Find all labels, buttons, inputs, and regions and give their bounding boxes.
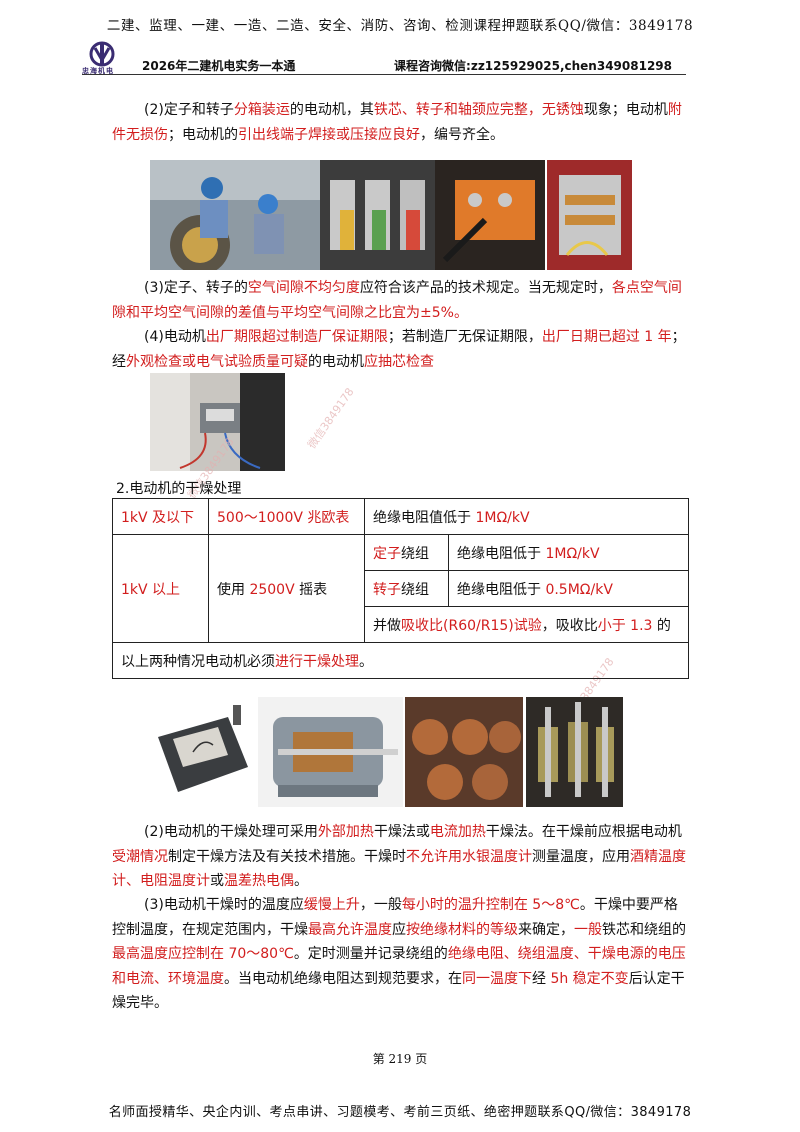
table-row: 1kV 及以下 500～1000V 兆欧表 绝缘电阻值低于 1MΩ/kV: [112, 498, 689, 535]
photo-megohmmeter: [148, 697, 258, 807]
photo-motor-windings: [320, 160, 435, 270]
paragraph-core-inspection: (4)电动机出厂期限超过制造厂保证期限；若制造厂无保证期限，出厂日期已超过 1 …: [112, 329, 686, 370]
paragraph-drying-method: (2)电动机的干燥处理可采用外部加热干燥法或电流加热干燥法。在干燥前应根据电动机…: [112, 824, 686, 889]
paragraph-air-gap: (3)定子、转子的空气间隙不均匀度应符合该产品的技术规定。当无规定时，各点空气间…: [112, 280, 682, 321]
paragraph-split-shipping: (2)定子和转子分箱装运的电动机，其铁芯、转子和轴颈应完整，无锈蚀现象；电动机附…: [112, 102, 682, 143]
contact-info: 课程咨询微信:zz125929025,chen349081298: [394, 59, 672, 73]
photo-rotors: [526, 697, 623, 807]
top-banner: 二建、监理、一建、一造、二造、安全、消防、咨询、检测课程押题联系QQ/微信：38…: [106, 18, 694, 34]
photo-terminal-block: [435, 160, 545, 270]
section-title: 2.电动机的干燥处理: [116, 481, 242, 497]
photo-motor-inspection: [150, 160, 320, 270]
drying-criteria-table: 1kV 及以下 500～1000V 兆欧表 绝缘电阻值低于 1MΩ/kV 1kV…: [112, 498, 689, 679]
page-number: 第 219 页: [372, 1052, 428, 1066]
table-row: 并做吸收比(R60/R15)试验，吸收比小于 1.3 的: [113, 606, 689, 643]
table-row: 1kV 以上 使用 2500V 摇表 定子绕组 绝缘电阻低于 1MΩ/kV: [112, 534, 689, 643]
bottom-banner: 名师面授精华、央企内训、考点串讲、习题模考、考前三页纸、绝密押题联系QQ/微信：…: [108, 1105, 692, 1120]
photo-motor-cutaway: [258, 697, 403, 807]
photo-insulation-test: [150, 373, 285, 471]
paragraph-drying-temperature: (3)电动机干燥时的温度应缓慢上升，一般每小时的温升控制在 5～8℃。干燥中要严…: [112, 897, 686, 1011]
photo-terminal-box: [547, 160, 632, 270]
book-title: 2026年二建机电实务一本通: [142, 59, 296, 73]
photo-stator-coils: [405, 697, 523, 807]
header-divider: [82, 74, 686, 75]
logo-text: 忠海机电: [82, 67, 114, 75]
table-row: 以上两种情况电动机必须进行干燥处理。: [112, 642, 689, 679]
brand-logo: [89, 41, 115, 67]
watermark: 微信3849178: [305, 385, 357, 452]
